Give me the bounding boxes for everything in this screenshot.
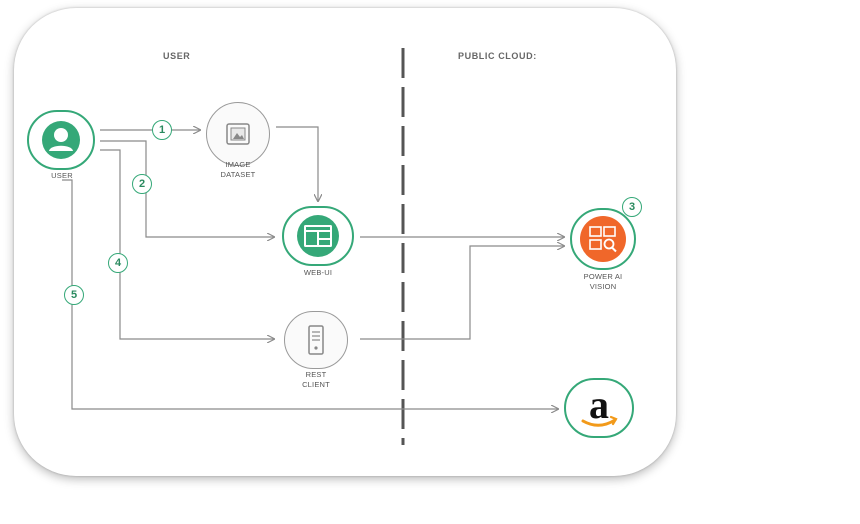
amazon-logo-letter: a [589, 382, 609, 427]
user-label: USER [51, 171, 73, 180]
image-dataset-label-line2: DATASET [220, 170, 256, 179]
step-badge-4: 4 [108, 253, 128, 273]
rest-client-label: REST CLIENT [286, 370, 346, 390]
powerai-vision-label-line1: POWER AI [583, 272, 623, 281]
arrow-step-4 [100, 149, 274, 339]
amazon-smile-icon [581, 415, 618, 427]
section-header-user: USER [163, 51, 191, 61]
image-folder-icon [226, 123, 250, 145]
section-header-cloud: PUBLIC CLOUD: [458, 51, 537, 61]
image-search-icon [580, 216, 626, 262]
powerai-vision-label-line2: VISION [589, 282, 617, 291]
rest-client-label-line1: REST [305, 370, 327, 379]
web-ui-node [282, 206, 354, 266]
server-icon [308, 325, 324, 355]
web-ui-label: WEB-UI [303, 268, 333, 277]
amazon-node: a [564, 378, 634, 438]
powerai-vision-node [570, 208, 636, 270]
arrow-rest-to-powerai [360, 246, 564, 340]
person-icon [42, 121, 80, 159]
image-dataset-node [206, 102, 270, 166]
amazon-logo: a [569, 382, 629, 433]
rest-client-node [284, 311, 348, 369]
step-badge-5: 5 [64, 285, 84, 305]
rest-client-label-line2: CLIENT [302, 380, 330, 389]
user-node [27, 110, 95, 170]
image-dataset-label-line1: IMAGE [225, 160, 251, 169]
powerai-vision-label: POWER AI VISION [568, 272, 638, 292]
browser-window-icon [297, 215, 339, 257]
step-badge-1: 1 [152, 120, 172, 140]
image-dataset-label: IMAGE DATASET [205, 160, 271, 180]
arrow-dataset-to-webui [276, 126, 318, 201]
step-badge-3: 3 [622, 197, 642, 217]
step-badge-2: 2 [132, 174, 152, 194]
